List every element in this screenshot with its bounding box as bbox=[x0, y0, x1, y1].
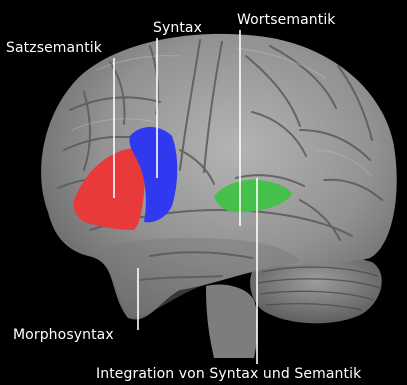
brain-stem bbox=[206, 285, 258, 358]
label-satzsemantik: Satzsemantik bbox=[6, 40, 102, 56]
label-wortsemantik: Wortsemantik bbox=[237, 12, 336, 28]
label-syntax: Syntax bbox=[153, 20, 202, 36]
label-integration: Integration von Syntax und Semantik bbox=[96, 366, 361, 382]
label-morphosyntax: Morphosyntax bbox=[13, 327, 114, 343]
